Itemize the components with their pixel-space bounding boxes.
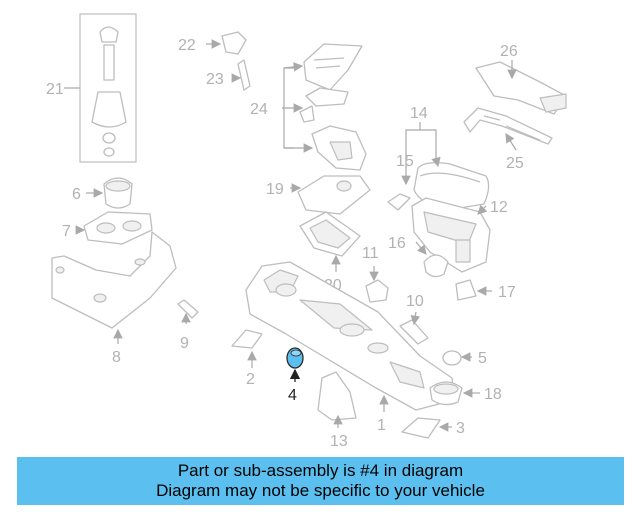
part-14-armrest[interactable] (401, 122, 490, 211)
callout-8: 8 (112, 349, 121, 366)
callout-24: 24 (250, 101, 268, 118)
callout-16: 16 (388, 235, 406, 252)
part-26-cover[interactable] (475, 60, 567, 115)
part-17-insert[interactable] (455, 279, 492, 301)
part-23-pin[interactable] (231, 59, 251, 91)
part-10-switch[interactable] (399, 311, 429, 345)
callout-13: 13 (330, 433, 348, 450)
part-16-knob[interactable] (415, 241, 449, 278)
callout-10: 10 (406, 293, 424, 310)
info-banner: Part or sub-assembly is #4 in diagram Di… (17, 457, 624, 505)
part-21-shifter-assembly[interactable] (64, 13, 137, 163)
part-4-cap-highlighted[interactable] (286, 347, 304, 382)
callout-22: 22 (178, 37, 196, 54)
part-7-insert[interactable] (75, 211, 153, 245)
part-24-indicator-assembly[interactable] (282, 43, 367, 171)
callout-4: 4 (288, 387, 297, 404)
callout-14: 14 (410, 105, 428, 122)
callout-11: 11 (362, 245, 379, 262)
callout-26: 26 (500, 43, 518, 60)
callout-23: 23 (206, 71, 224, 88)
callout-17: 17 (498, 284, 516, 301)
part-13-bracket[interactable] (317, 371, 357, 428)
parts-diagram: 21 6 7 8 9 22 23 (46, 13, 567, 450)
part-19-boot[interactable] (290, 175, 371, 215)
part-2-clip[interactable] (231, 329, 263, 368)
callout-2: 2 (246, 371, 255, 388)
callout-12: 12 (490, 199, 508, 216)
part-11-switch[interactable] (365, 266, 389, 303)
callout-18: 18 (484, 386, 502, 403)
callout-21: 21 (46, 81, 64, 98)
part-3-trim-piece[interactable] (401, 417, 452, 439)
callout-9: 9 (180, 335, 189, 352)
part-22-knob[interactable] (206, 31, 247, 55)
banner-line-1: Part or sub-assembly is #4 in diagram (177, 461, 464, 480)
part-20-trim-frame[interactable] (299, 211, 361, 272)
part-12-storage-bin[interactable] (411, 197, 491, 273)
part-8-lower-bracket[interactable] (51, 231, 177, 344)
callout-19: 19 (266, 181, 284, 198)
callout-3: 3 (456, 420, 465, 437)
part-9-bolt[interactable] (177, 299, 199, 324)
callout-25: 25 (506, 155, 524, 172)
callout-15: 15 (396, 153, 414, 170)
part-6-cup-holder[interactable] (86, 177, 133, 209)
callout-6: 6 (72, 186, 81, 203)
part-25-rail[interactable] (463, 107, 553, 151)
callout-1: 1 (377, 417, 386, 434)
part-5-plug[interactable] (442, 350, 472, 366)
callout-7: 7 (62, 223, 71, 240)
part-18-cup-ring[interactable] (429, 381, 480, 406)
part-15-latch[interactable] (387, 193, 411, 211)
banner-line-2: Diagram may not be specific to your vehi… (156, 481, 485, 500)
callout-5: 5 (478, 350, 487, 367)
